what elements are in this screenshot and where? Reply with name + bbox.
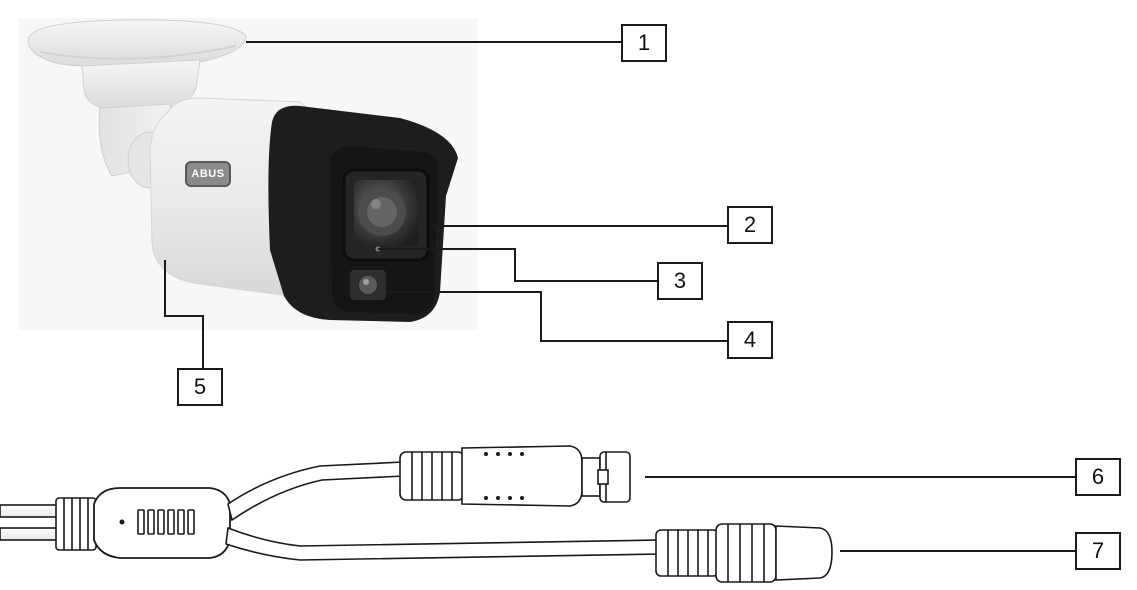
callout-4: 4 xyxy=(727,321,773,359)
cable-assembly xyxy=(0,445,1075,583)
wall-mount-bracket xyxy=(27,19,247,111)
leader-line-4 xyxy=(386,291,727,342)
camera-leader-lines xyxy=(164,41,727,368)
power-cable-branch xyxy=(225,526,661,561)
brand-logo-plate xyxy=(185,161,231,187)
callout-3: 3 xyxy=(657,262,703,300)
camera-front-hood xyxy=(268,105,458,322)
callout-6: 6 xyxy=(1075,458,1121,496)
callout-5: 5 xyxy=(177,368,223,406)
callout-7: 7 xyxy=(1075,532,1121,570)
cable-strain-relief xyxy=(55,497,97,551)
bnc-video-connector xyxy=(399,445,631,507)
brand-logo: ABUS xyxy=(191,168,225,180)
cable-leader-lines xyxy=(645,476,1075,552)
bullet-camera xyxy=(27,19,727,368)
lens xyxy=(354,180,418,246)
video-cable-branch xyxy=(227,461,405,522)
leader-line-5 xyxy=(164,260,204,368)
cable-splitter xyxy=(93,487,231,559)
callout-1: 1 xyxy=(621,24,667,62)
leader-line-3 xyxy=(378,248,657,282)
callout-2: 2 xyxy=(727,206,773,244)
dc-power-connector xyxy=(655,523,833,583)
ir-led xyxy=(350,270,386,300)
